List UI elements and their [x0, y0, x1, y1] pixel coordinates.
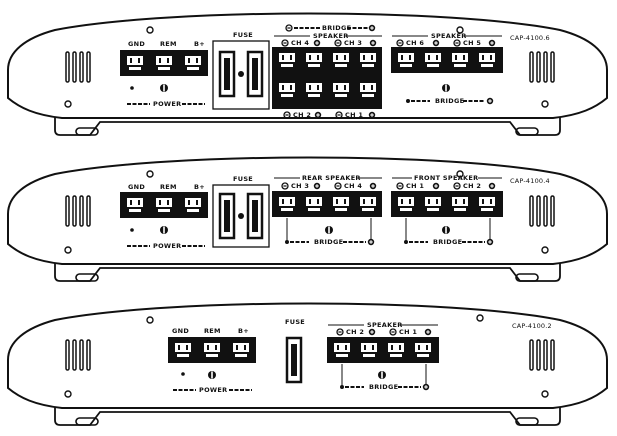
rem-label: REM	[160, 40, 177, 48]
ch3-label: CH 3	[344, 39, 362, 47]
model-label: CAP-4100.4	[510, 177, 550, 185]
gnd-label: GND	[128, 183, 145, 191]
front-bridge-label: BRIDGE	[433, 238, 462, 246]
amplifier-cap-4100-4: GND REM B+ POWER FUSE REAR SPEAKER CH 3 …	[7, 156, 608, 282]
bplus-label: B+	[194, 40, 205, 48]
ch2-label: CH 2	[293, 111, 311, 119]
ch4-label: CH 4	[291, 39, 309, 47]
fuse-box	[212, 184, 270, 248]
ch5-label: CH 5	[463, 39, 481, 47]
ch1-label: CH 1	[399, 328, 417, 336]
model-label: CAP-4100.2	[512, 322, 552, 330]
top-bridge-label: BRIDGE	[322, 24, 351, 32]
rem-label: REM	[204, 327, 221, 335]
rem-label: REM	[160, 183, 177, 191]
model-label: CAP-4100.6	[510, 34, 550, 42]
gain-knob-icon	[160, 226, 168, 234]
front-bridge-label: BRIDGE	[435, 97, 464, 105]
fuse-label: FUSE	[233, 175, 253, 183]
bplus-label: B+	[238, 327, 249, 335]
rear-bridge-label: BRIDGE	[314, 238, 343, 246]
ch6-label: CH 6	[406, 39, 424, 47]
fuse-label: FUSE	[233, 31, 253, 39]
front-speaker-title: FRONT SPEAKER	[414, 174, 478, 182]
gain-knob-icon	[208, 371, 216, 379]
power-label: POWER	[153, 100, 181, 108]
ch4-label: CH 4	[344, 182, 362, 190]
power-label: POWER	[153, 242, 181, 250]
gain-knob-front-icon	[442, 84, 450, 92]
ch2-label: CH 2	[346, 328, 364, 336]
front-speaker-title: SPEAKER	[431, 32, 467, 40]
gnd-label: GND	[172, 327, 189, 335]
ch2-label: CH 2	[463, 182, 481, 190]
amplifier-cap-4100-6: GND REM B+ POWER FUSE BRIDGE SPEAKER CH …	[7, 12, 608, 136]
ch1-label: CH 1	[345, 111, 363, 119]
rear-speaker-title: REAR SPEAKER	[302, 174, 361, 182]
gain-knob-icon	[160, 84, 168, 92]
gnd-label: GND	[128, 40, 145, 48]
gain-knob-front-icon	[442, 226, 450, 234]
fuse-box	[212, 40, 270, 110]
rear-speaker-title: SPEAKER	[313, 32, 349, 40]
amplifier-cap-4100-2: GND REM B+ POWER FUSE SPEAKER CH 2 CH 1 …	[7, 302, 608, 426]
speaker-title: SPEAKER	[367, 321, 403, 329]
bplus-label: B+	[194, 183, 205, 191]
gain-knob-speaker-icon	[378, 371, 386, 379]
ch3-label: CH 3	[291, 182, 309, 190]
gain-knob-rear-icon	[325, 226, 333, 234]
bridge-label: BRIDGE	[369, 383, 398, 391]
fuse-label: FUSE	[285, 318, 305, 326]
power-label: POWER	[199, 386, 227, 394]
ch1-label: CH 1	[406, 182, 424, 190]
